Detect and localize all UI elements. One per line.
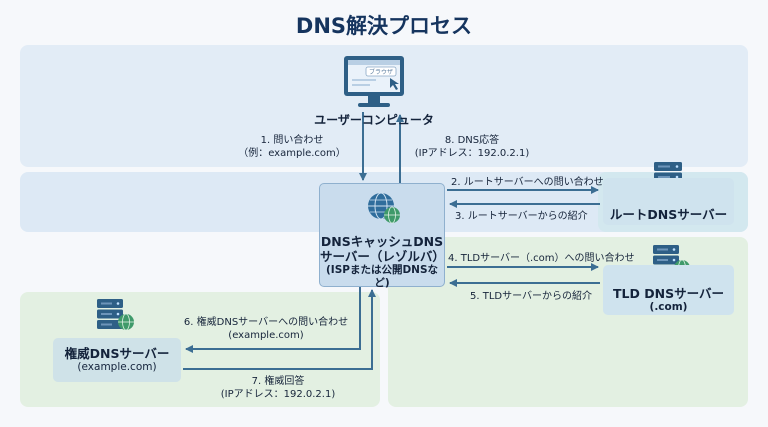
step-7-label: 7. 権威回答 (IPアドレス：192.0.2.1) [220, 376, 336, 400]
step-2-label: 2. ルートサーバーへの問い合わせ [451, 177, 604, 188]
authoritative-server-icon [97, 299, 134, 331]
arrow-step-7 [183, 289, 376, 370]
resolver-subtitle: (ISPまたは公開DNSなど) [325, 264, 439, 289]
authoritative-server-label: 権威DNSサーバー [64, 346, 170, 361]
root-server-label: ルートDNSサーバー [609, 207, 728, 222]
step-8-label: 8. DNS応答 (IPアドレス：192.0.2.1) [414, 135, 530, 159]
authoritative-server-sub: (example.com) [77, 361, 157, 373]
arrow-step-6 [185, 287, 361, 353]
step-3-label: 3. ルートサーバーからの紹介 [455, 211, 588, 222]
page-title: DNS解決プロセス [295, 14, 473, 38]
tld-server-label: TLD DNSサーバー [613, 286, 724, 301]
resolver-server-box: DNSキャッシュDNS サーバー（レゾルバ） (ISPまたは公開DNSなど) [319, 183, 445, 289]
resolver-title-line2: サーバー（レゾルバ） [320, 249, 445, 264]
step-4-label: 4. TLDサーバー（.com）への問い合わせ [448, 253, 635, 264]
root-server-box: ルートDNSサーバー [603, 178, 734, 225]
computer-icon: ブラウザ [344, 56, 404, 107]
browser-tab-text: ブラウザ [369, 68, 393, 76]
step-6-label: 6. 権威DNSサーバーへの問い合わせ (example.com) [183, 317, 349, 341]
globe-icon [368, 192, 400, 224]
authoritative-server-box: 権威DNSサーバー (example.com) [53, 338, 181, 382]
tld-server-sub: (.com) [649, 301, 688, 313]
resolver-title-line1: DNSキャッシュDNS [320, 234, 444, 249]
tld-server-box: TLD DNSサーバー (.com) [603, 265, 734, 315]
step-1-label: 1. 問い合わせ （例：example.com） [238, 135, 346, 159]
step-5-label: 5. TLDサーバーからの紹介 [470, 291, 592, 302]
user-computer-label: ユーザーコンピュータ [314, 113, 434, 127]
